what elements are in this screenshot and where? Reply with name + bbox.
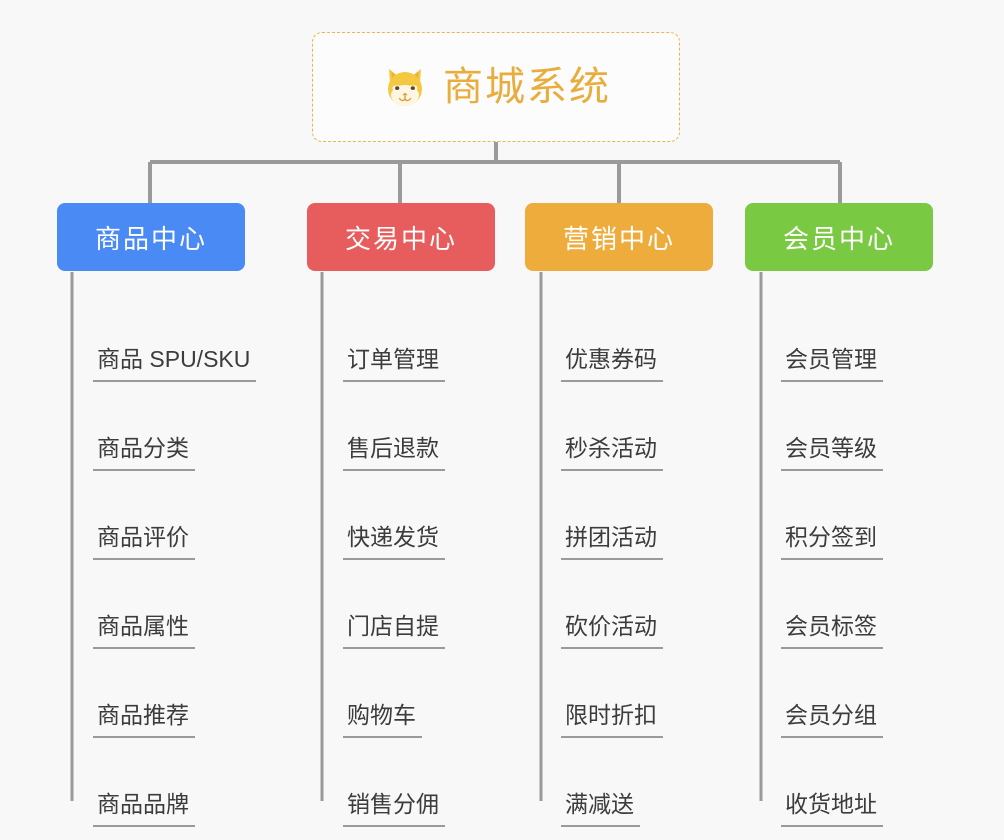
branch-header-3[interactable]: 营销中心: [525, 203, 713, 271]
leaf-item[interactable]: 满减送: [525, 738, 713, 827]
leaf-label: 秒杀活动: [561, 429, 663, 471]
leaf-label: 收货地址: [781, 785, 883, 827]
branch-header-2[interactable]: 交易中心: [307, 203, 495, 271]
leaf-label: 拼团活动: [561, 518, 663, 560]
leaf-label: 售后退款: [343, 429, 445, 471]
leaf-label: 会员等级: [781, 429, 883, 471]
leaf-label: 会员分组: [781, 696, 883, 738]
leaf-label: 订单管理: [343, 340, 445, 382]
leaf-item[interactable]: 限时折扣: [525, 649, 713, 738]
leaf-label: 快递发货: [343, 518, 445, 560]
leaf-item[interactable]: 砍价活动: [525, 560, 713, 649]
leaf-label: 商品属性: [93, 607, 195, 649]
leaf-item[interactable]: 售后退款: [307, 382, 495, 471]
leaf-item[interactable]: 会员管理: [745, 293, 933, 382]
leaf-item[interactable]: 商品分类: [57, 382, 245, 471]
branch-column-2: 交易中心 订单管理 售后退款 快递发货 门店自提 购物车 销售分佣: [307, 203, 495, 827]
leaf-item[interactable]: 拼团活动: [525, 471, 713, 560]
leaf-label: 优惠券码: [561, 340, 663, 382]
leaf-label: 商品分类: [93, 429, 195, 471]
leaf-item[interactable]: 销售分佣: [307, 738, 495, 827]
leaf-list-1: 商品 SPU/SKU 商品分类 商品评价 商品属性 商品推荐 商品品牌: [57, 293, 257, 827]
leaf-item[interactable]: 商品属性: [57, 560, 245, 649]
leaf-item[interactable]: 商品评价: [57, 471, 245, 560]
root-title: 商城系统: [443, 65, 611, 109]
leaf-label: 商品评价: [93, 518, 195, 560]
branch-column-4: 会员中心 会员管理 会员等级 积分签到 会员标签 会员分组 收货地址: [745, 203, 933, 827]
leaf-list-2: 订单管理 售后退款 快递发货 门店自提 购物车 销售分佣: [307, 293, 495, 827]
leaf-label: 满减送: [561, 785, 640, 827]
leaf-item[interactable]: 秒杀活动: [525, 382, 713, 471]
leaf-label: 限时折扣: [561, 696, 663, 738]
leaf-item[interactable]: 订单管理: [307, 293, 495, 382]
leaf-label: 会员标签: [781, 607, 883, 649]
leaf-label: 销售分佣: [343, 785, 445, 827]
leaf-item[interactable]: 会员标签: [745, 560, 933, 649]
leaf-item[interactable]: 会员等级: [745, 382, 933, 471]
branch-header-label-2: 交易中心: [344, 223, 457, 254]
leaf-item[interactable]: 购物车: [307, 649, 495, 738]
leaf-label: 商品品牌: [93, 785, 195, 827]
leaf-item[interactable]: 门店自提: [307, 560, 495, 649]
branch-header-label-1: 商品中心: [94, 223, 207, 254]
branch-column-1: 商品中心 商品 SPU/SKU 商品分类 商品评价 商品属性 商品推荐 商品品牌: [57, 203, 257, 827]
leaf-label: 商品推荐: [93, 696, 195, 738]
branch-header-4[interactable]: 会员中心: [745, 203, 933, 271]
leaf-label: 砍价活动: [561, 607, 663, 649]
branch-header-label-3: 营销中心: [562, 223, 675, 254]
leaf-list-4: 会员管理 会员等级 积分签到 会员标签 会员分组 收货地址: [745, 293, 933, 827]
leaf-item[interactable]: 收货地址: [745, 738, 933, 827]
leaf-item[interactable]: 优惠券码: [525, 293, 713, 382]
leaf-label: 积分签到: [781, 518, 883, 560]
branch-header-label-4: 会员中心: [782, 223, 895, 254]
shiba-dog-icon: [381, 63, 429, 111]
leaf-label: 购物车: [343, 696, 422, 738]
leaf-label: 商品 SPU/SKU: [93, 340, 257, 382]
branch-column-3: 营销中心 优惠券码 秒杀活动 拼团活动 砍价活动 限时折扣 满减送: [525, 203, 713, 827]
branch-header-1[interactable]: 商品中心: [57, 203, 245, 271]
leaf-list-3: 优惠券码 秒杀活动 拼团活动 砍价活动 限时折扣 满减送: [525, 293, 713, 827]
root-node[interactable]: 商城系统: [312, 32, 680, 142]
leaf-label: 门店自提: [343, 607, 445, 649]
leaf-item[interactable]: 会员分组: [745, 649, 933, 738]
leaf-item[interactable]: 商品 SPU/SKU: [57, 293, 257, 382]
leaf-item[interactable]: 积分签到: [745, 471, 933, 560]
leaf-item[interactable]: 商品品牌: [57, 738, 245, 827]
leaf-label: 会员管理: [781, 340, 883, 382]
leaf-item[interactable]: 快递发货: [307, 471, 495, 560]
leaf-item[interactable]: 商品推荐: [57, 649, 245, 738]
